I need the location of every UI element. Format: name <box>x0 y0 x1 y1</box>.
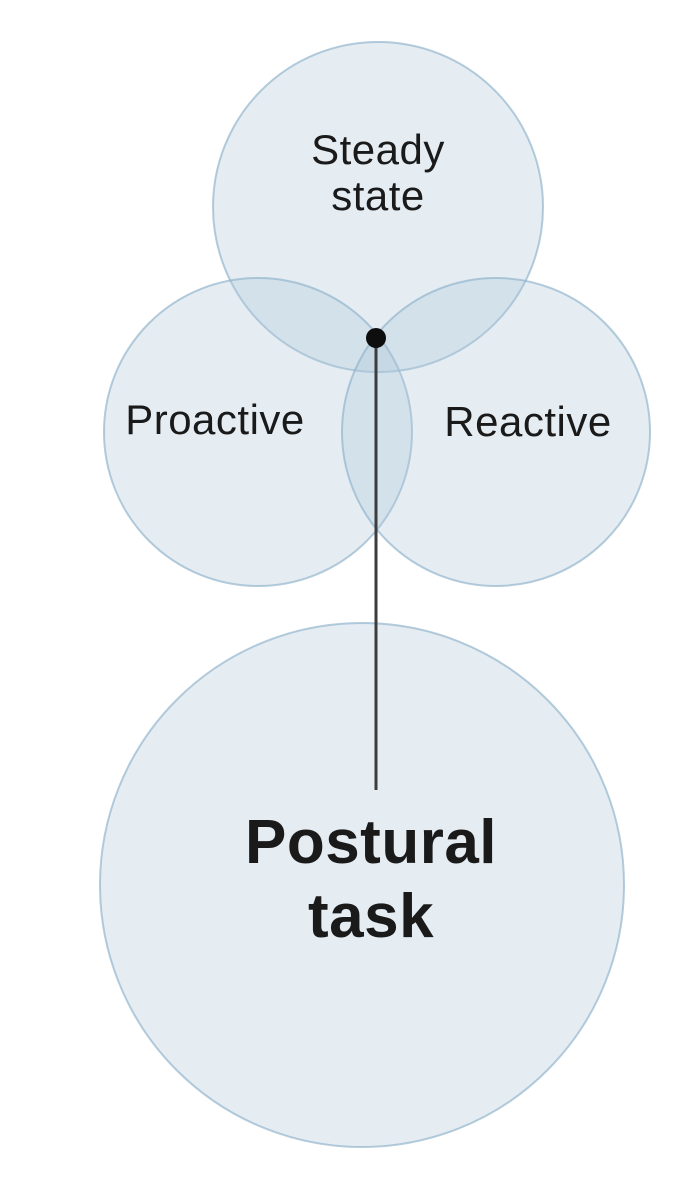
reactive-label: Reactive <box>444 398 612 445</box>
circle-steady-state <box>212 41 544 373</box>
postural-task-label: Postural task <box>171 806 571 954</box>
steady-state-label-line1: Steady <box>311 126 445 173</box>
postural-task-label-line2: task <box>307 882 435 951</box>
steady-state-label-line2: state <box>331 172 425 219</box>
intersection-dot <box>366 328 386 348</box>
proactive-label: Proactive <box>125 396 305 443</box>
postural-task-label-line1: Postural <box>244 808 498 877</box>
circle-proactive <box>103 277 413 587</box>
circle-reactive <box>341 277 651 587</box>
steady-state-label: Steady state <box>218 127 538 219</box>
circle-postural-task <box>99 622 625 1148</box>
